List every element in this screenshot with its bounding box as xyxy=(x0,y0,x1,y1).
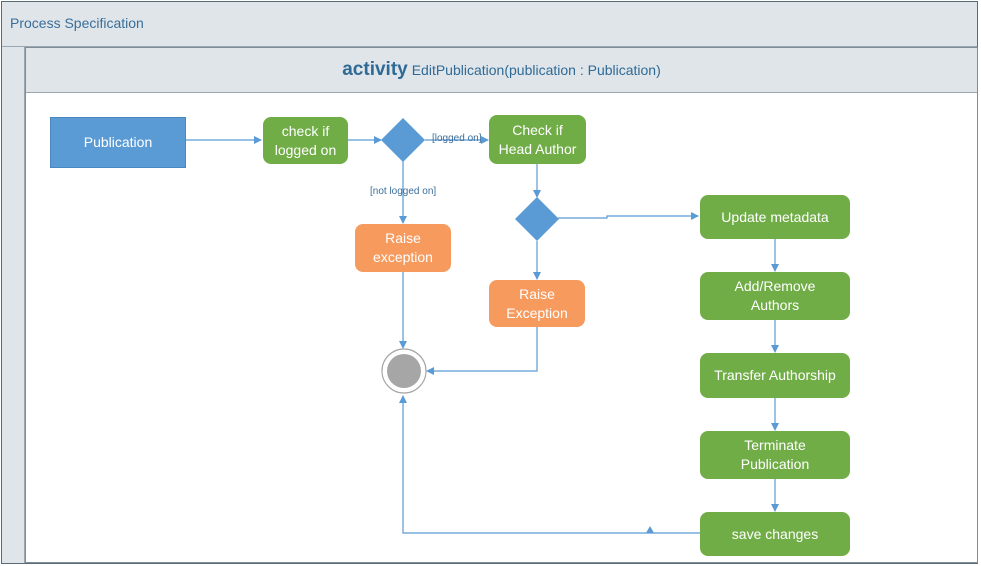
flow-exception2-to-final xyxy=(426,327,538,375)
guard-logged-on: [logged on] xyxy=(432,133,482,144)
raise-exception-action-1: Raise exception xyxy=(355,224,451,272)
save-changes-action: save changes xyxy=(700,512,850,556)
flow-save-to-final xyxy=(399,395,700,534)
activity-header: activity EditPublication(publication : P… xyxy=(26,48,977,93)
publication-object-node: Publication xyxy=(50,117,186,168)
decision-login xyxy=(381,118,425,162)
title-bar: Process Specification xyxy=(2,2,977,47)
activity-keyword: activity xyxy=(342,59,408,80)
flow-midpoint-marker xyxy=(646,526,654,533)
check-logged-on-action: check if logged on xyxy=(263,117,348,164)
left-strip xyxy=(2,47,25,563)
transfer-authorship-action: Transfer Authorship xyxy=(700,353,850,398)
decision-head-author xyxy=(515,197,559,241)
add-remove-authors-action: Add/Remove Authors xyxy=(700,272,850,320)
activity-signature: EditPublication(publication : Publicatio… xyxy=(411,62,661,78)
guard-not-logged-on: [not logged on] xyxy=(370,186,437,197)
raise-exception-action-2: Raise Exception xyxy=(489,280,585,327)
terminate-publication-action: Terminate Publication xyxy=(700,431,850,479)
flow-decision-to-update xyxy=(558,212,699,220)
update-metadata-action: Update metadata xyxy=(700,195,850,239)
final-node-core xyxy=(387,354,421,388)
process-title: Process Specification xyxy=(10,15,144,31)
check-head-author-action: Check if Head Author xyxy=(489,115,586,164)
